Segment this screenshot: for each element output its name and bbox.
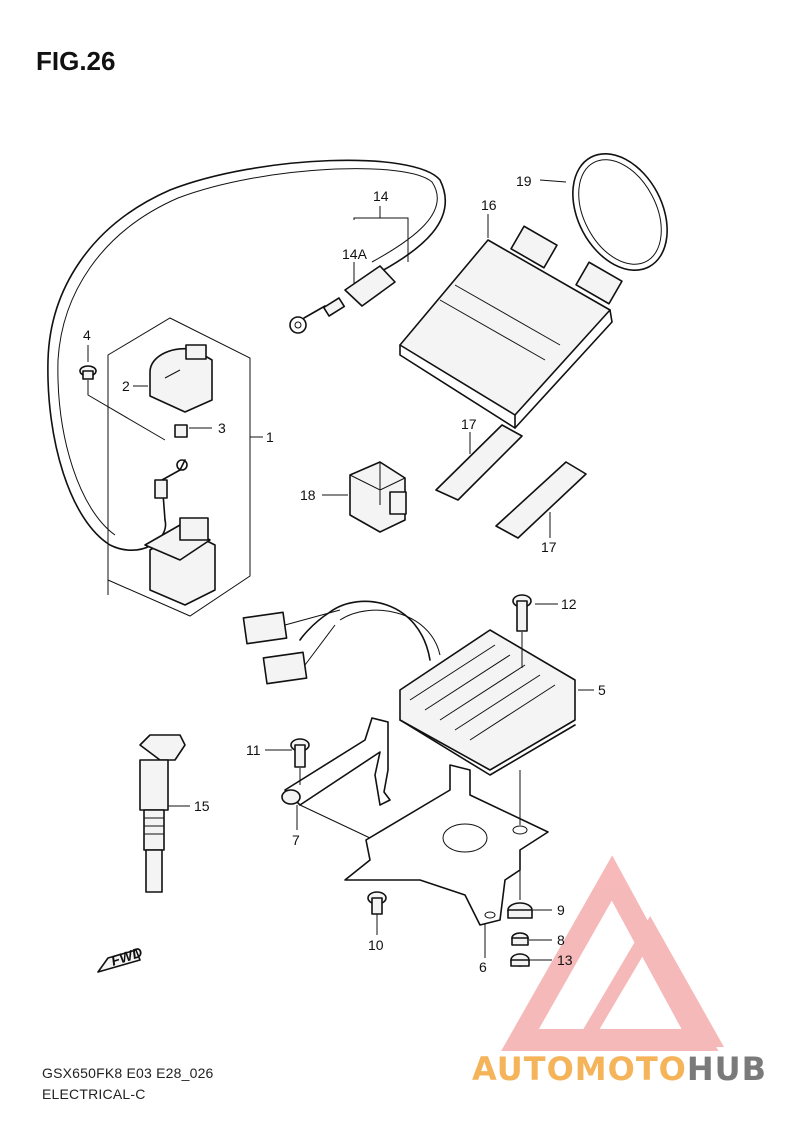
callout-19: 19 [516,173,532,189]
part-3-fuse [174,424,188,438]
part-10-bolt [367,891,387,915]
part-17-tape-b [495,461,587,539]
callout-2: 2 [122,378,130,394]
model-code: GSX650FK8 E03 E28_026 [42,1065,214,1081]
fwd-arrow-icon: FWD [97,944,144,973]
callout-16: 16 [481,197,497,213]
fwd-label: FWD [109,944,144,969]
callout-7: 7 [292,832,300,848]
callout-1: 1 [266,429,274,445]
part-12-bolt [512,594,532,668]
callout-labels: 1 2 3 4 5 6 7 8 9 10 11 12 13 14 14A 15 … [83,173,606,975]
part-18-connector [349,461,407,533]
callout-15: 15 [194,798,210,814]
part-15-ignition-coil [139,734,190,893]
callout-17-lower: 17 [541,539,557,555]
section-name: ELECTRICAL-C [42,1086,146,1102]
part-13-nut [510,953,530,967]
watermark-part-1: AUTO [472,1050,575,1088]
part-14-cable [47,159,447,551]
watermark-part-2: MOTO [574,1050,687,1088]
part-16-ecu [399,225,623,429]
part-7-bracket [281,717,391,806]
part-11-bolt [290,738,310,785]
callout-4: 4 [83,327,91,343]
part-1-relay-body [144,459,216,606]
part-17-tape-a [435,424,523,501]
part-2-cover [149,344,213,413]
callout-14a: 14A [342,246,368,262]
part-4-screw [79,365,166,441]
callout-13: 13 [557,952,573,968]
part-1-group-frame [107,317,263,617]
callout-18: 18 [300,487,316,503]
callout-8: 8 [557,932,565,948]
part-5-regulator [242,600,576,776]
callout-9: 9 [557,902,565,918]
callout-11: 11 [246,742,261,758]
watermark-logo [501,855,724,1051]
callout-12: 12 [561,596,577,612]
callout-5: 5 [598,682,606,698]
callout-6: 6 [479,959,487,975]
part-9-grommet [507,902,533,919]
part-8-collar [511,932,529,946]
callout-17-upper: 17 [461,416,477,432]
part-19-band [572,153,668,271]
callout-14: 14 [373,188,389,204]
watermark-part-3: HUB [686,1050,768,1088]
callout-3: 3 [218,420,226,436]
callout-10: 10 [368,937,384,953]
leader-lines [87,179,594,961]
watermark-brand: AUTOMOTOHUB [472,1050,767,1088]
part-6-plate [299,764,549,926]
figure-title: FIG.26 [36,46,116,76]
